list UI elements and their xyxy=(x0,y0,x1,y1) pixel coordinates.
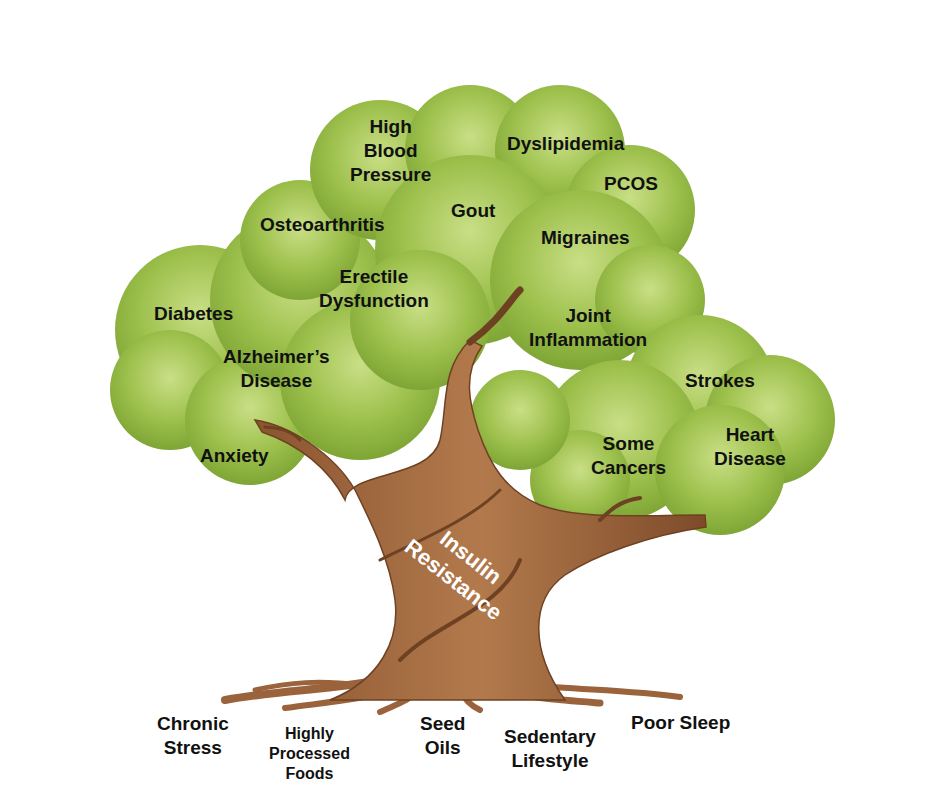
root-cause-label: Seed Oils xyxy=(420,712,465,760)
condition-label: Some Cancers xyxy=(591,432,666,480)
condition-label: PCOS xyxy=(604,172,658,196)
condition-label: Anxiety xyxy=(200,444,269,468)
root-cause-label: Highly Processed Foods xyxy=(269,724,350,784)
condition-label: Gout xyxy=(451,199,495,223)
condition-label: Dyslipidemia xyxy=(507,132,624,156)
root-cause-label: Chronic Stress xyxy=(157,712,229,760)
root-cause-label: Sedentary Lifestyle xyxy=(504,725,596,773)
condition-label: Migraines xyxy=(541,226,630,250)
condition-label: Strokes xyxy=(685,369,755,393)
condition-label: High Blood Pressure xyxy=(350,115,431,186)
condition-label: Joint Inflammation xyxy=(529,304,647,352)
condition-label: Osteoarthritis xyxy=(260,213,385,237)
condition-label: Heart Disease xyxy=(714,423,786,471)
condition-label: Alzheimer’s Disease xyxy=(223,345,330,393)
condition-label: Diabetes xyxy=(154,302,233,326)
root-cause-label: Poor Sleep xyxy=(631,711,730,735)
condition-label: Erectile Dysfunction xyxy=(319,265,429,313)
